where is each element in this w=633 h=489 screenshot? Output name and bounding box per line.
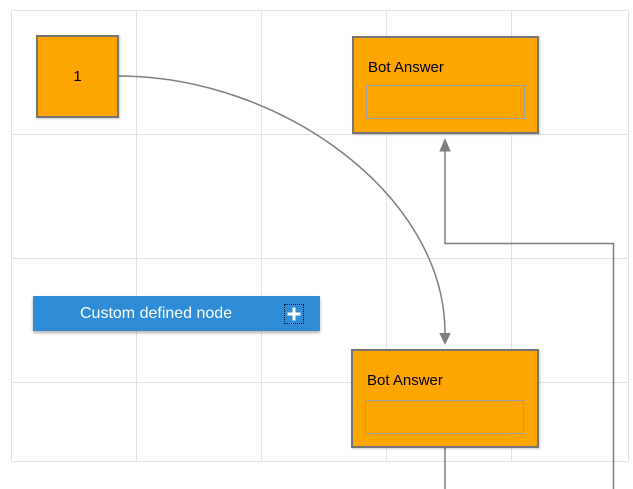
node-start-label: 1 xyxy=(73,68,82,85)
node-text-field[interactable] xyxy=(365,400,524,434)
node-label: Bot Answer xyxy=(367,372,443,389)
arrow-up-icon xyxy=(439,138,451,152)
plus-icon[interactable] xyxy=(284,303,304,324)
connector-elbow-to-bot-answer-top[interactable] xyxy=(439,138,615,489)
node-text-field[interactable] xyxy=(366,85,525,119)
arrow-down-icon xyxy=(439,333,451,345)
node-start[interactable]: 1 xyxy=(36,35,119,118)
node-bot-answer-top[interactable]: Bot Answer xyxy=(352,36,539,134)
node-bot-answer-bottom[interactable]: Bot Answer xyxy=(351,349,539,448)
custom-node-label: Custom defined node xyxy=(80,304,233,322)
node-label: Bot Answer xyxy=(368,59,444,76)
node-custom-defined[interactable]: Custom defined node xyxy=(33,296,320,331)
connector-curve-start-to-bot-answer-bottom[interactable] xyxy=(118,75,451,345)
